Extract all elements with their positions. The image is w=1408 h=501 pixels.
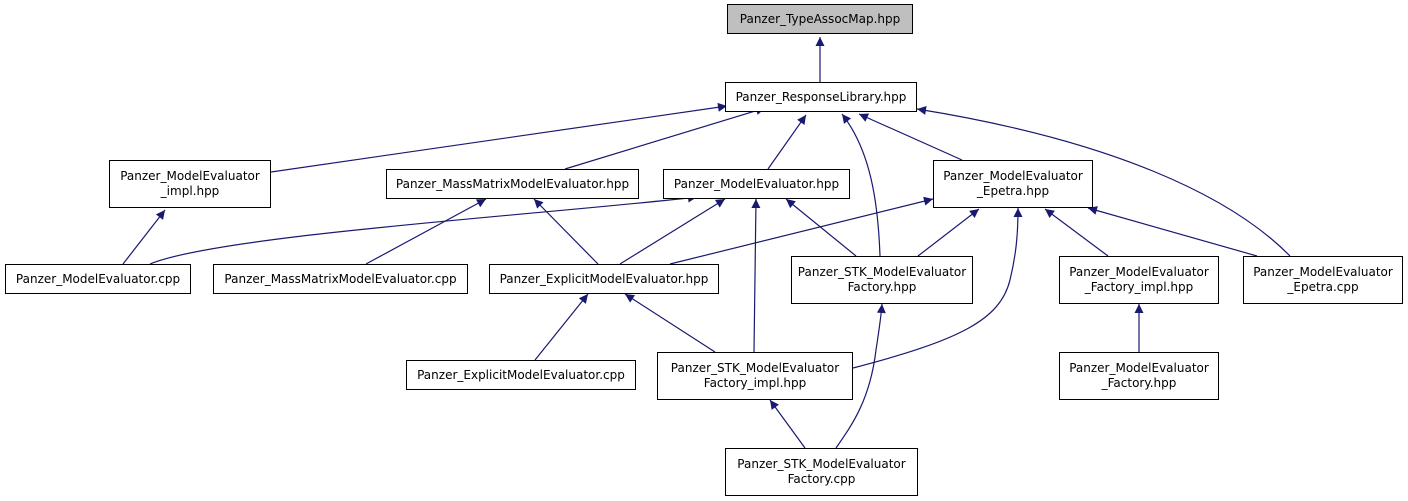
edge-stk_factory_hpp-to-me_hpp [785,198,857,257]
node-label-line: _impl.hpp [160,184,220,198]
node-label-line: Panzer_MassMatrixModelEvaluator.hpp [395,176,630,191]
node-massmatrixmodelevaluator-cpp[interactable]: Panzer_MassMatrixModelEvaluator.cpp [213,264,468,294]
edge-me_cpp-to-me_hpp [149,193,698,265]
edge-explicit_hpp-to-massmatrix_hpp [533,198,599,265]
node-label-line: Factory_impl.hpp [703,376,807,390]
node-label-line: _Epetra.cpp [1287,280,1359,294]
edge-explicit_cpp-to-explicit_hpp [534,293,589,361]
edge-explicit_hpp-to-me_hpp [619,198,726,265]
node-modelevaluator-impl-hpp[interactable]: Panzer_ModelEvaluator_impl.hpp [109,160,271,208]
node-label-line: Panzer_ExplicitModelEvaluator.hpp [499,271,709,286]
edge-stk_factory_cpp-to-stk_factory_hpp [835,303,886,449]
node-label-line: _Factory.hpp [1101,376,1177,390]
node-label-line: _Epetra.hpp [976,184,1050,198]
edge-stk_factory_impl-to-explicit_hpp [624,293,716,353]
node-label-line: Panzer_STK_ModelEvaluator [670,361,840,375]
dependency-edges [122,37,1291,449]
node-label-line: Panzer_TypeAssocMap.hpp [739,11,901,26]
edge-me_hpp-to-responselib [767,114,807,170]
edge-explicit_hpp-to-me_epetra_hpp [669,196,934,265]
node-label-line: Panzer_ModelEvaluator [1253,265,1393,279]
edge-stk_factory_hpp-to-responselib [841,113,881,257]
node-label-line: Panzer_MassMatrixModelEvaluator.cpp [224,271,457,286]
node-massmatrixmodelevaluator-hpp[interactable]: Panzer_MassMatrixModelEvaluator.hpp [386,169,639,199]
node-responselibrary-hpp[interactable]: Panzer_ResponseLibrary.hpp [725,82,917,112]
node-modelevaluator-cpp[interactable]: Panzer_ModelEvaluator.cpp [5,264,191,294]
node-modelevaluator-epetra-hpp[interactable]: Panzer_ModelEvaluator_Epetra.hpp [933,160,1093,208]
node-typeassocmap-hpp[interactable]: Panzer_TypeAssocMap.hpp [727,4,913,34]
node-label-line: Panzer_ModelEvaluator [1069,361,1209,375]
edge-me_cpp-to-me_impl [122,209,166,265]
node-label-line: Panzer_STK_ModelEvaluator [737,457,906,471]
node-label-line: Panzer_ModelEvaluator.hpp [673,176,840,191]
node-label-line: Panzer_ModelEvaluator [1069,265,1209,279]
edge-me_epetra_hpp-to-responselib [858,113,963,161]
node-explicitmodelevaluator-hpp[interactable]: Panzer_ExplicitModelEvaluator.hpp [489,264,719,294]
edge-stk_factory_hpp-to-me_epetra_hpp [917,208,980,257]
node-label-line: _Factory_impl.hpp [1084,280,1194,294]
edge-massmatrix_hpp-to-responselib [564,106,766,170]
node-label-line: Panzer_ModelEvaluator [943,169,1083,183]
node-label-line: Panzer_ResponseLibrary.hpp [735,89,907,104]
edge-stk_factory_impl-to-me_epetra_hpp [852,207,1023,369]
node-label-line: Factory.cpp [787,472,856,486]
node-label-line: Panzer_STK_ModelEvaluator [797,265,967,279]
edge-me_epetra_cpp-to-responselib [916,105,1291,257]
node-modelevaluator-epetra-cpp[interactable]: Panzer_ModelEvaluator_Epetra.cpp [1243,256,1403,304]
node-label-line: Factory.hpp [847,280,917,294]
edge-stk_factory_impl-to-me_hpp [751,198,761,353]
edge-stk_factory_cpp-to-stk_factory_impl [769,399,806,449]
edge-me_epetra_cpp-to-me_epetra_hpp [1087,206,1258,257]
node-modelevaluator-factory-impl-hpp[interactable]: Panzer_ModelEvaluator_Factory_impl.hpp [1059,256,1219,304]
node-explicitmodelevaluator-cpp[interactable]: Panzer_ExplicitModelEvaluator.cpp [406,360,636,390]
edge-me_impl-to-responselib [270,102,728,173]
edge-factory_impl-to-me_epetra_hpp [1044,208,1109,257]
node-label-line: Panzer_ModelEvaluator [120,169,260,183]
edge-massmatrix_cpp-to-massmatrix_hpp [365,198,487,265]
node-modelevaluator-hpp[interactable]: Panzer_ModelEvaluator.hpp [663,169,850,199]
node-label-line: Panzer_ModelEvaluator.cpp [15,271,181,286]
node-modelevaluator-factory-hpp[interactable]: Panzer_ModelEvaluator_Factory.hpp [1059,352,1219,400]
node-label-line: Panzer_ExplicitModelEvaluator.cpp [417,367,625,382]
